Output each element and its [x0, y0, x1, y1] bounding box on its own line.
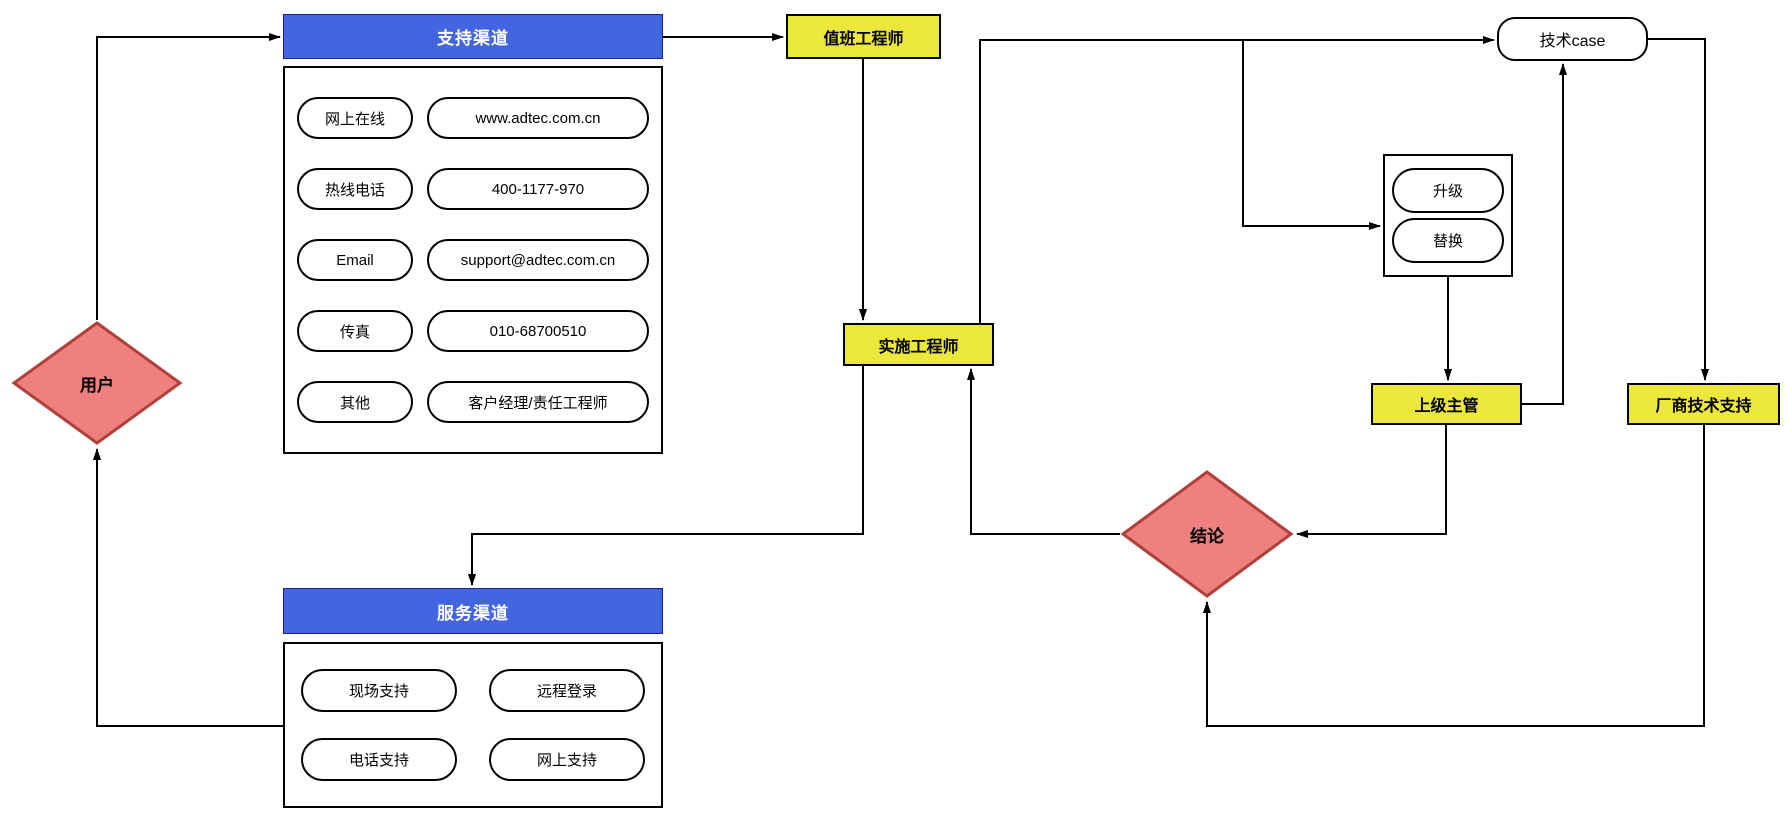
vendor-support-label: 厂商技术支持 [1655, 398, 1752, 415]
tech-case-label: 技术case [1539, 33, 1606, 50]
channel-type-label: 网上在线 [324, 110, 385, 128]
diamond-shape [11, 321, 183, 445]
service-item-pill: 现场支持 [301, 669, 457, 713]
edge-supervisor-to-conclusion [1296, 425, 1447, 538]
service-row: 现场支持 远程登录 [301, 669, 645, 713]
channel-row: Email support@adtec.com.cn [297, 239, 649, 281]
channel-value-label: 客户经理/责任工程师 [468, 394, 608, 412]
channel-type-label: 传真 [339, 323, 370, 341]
service-item-pill: 远程登录 [489, 669, 645, 713]
channel-value-pill: 010-68700510 [427, 310, 649, 352]
edge-user-to-support [96, 33, 281, 320]
channel-row: 网上在线 www.adtec.com.cn [297, 97, 649, 139]
channel-value-label: 010-68700510 [489, 322, 587, 340]
channel-type-label: 其他 [339, 394, 370, 412]
service-item-label: 网上支持 [536, 751, 597, 769]
channel-type-pill: 传真 [297, 310, 413, 352]
supervisor-box: 上级主管 [1371, 383, 1522, 425]
edge-techcase-to-vendor [1648, 38, 1709, 381]
duty-engineer-label: 值班工程师 [823, 30, 904, 48]
channel-type-pill: 热线电话 [297, 168, 413, 210]
channel-type-pill: 网上在线 [297, 97, 413, 139]
upgrade-pill: 升级 [1392, 167, 1504, 213]
channel-type-pill: Email [297, 239, 413, 281]
duty-engineer-box: 值班工程师 [786, 14, 941, 59]
channel-value-label: 400-1177-970 [491, 180, 585, 198]
vendor-support-box: 厂商技术支持 [1627, 383, 1780, 425]
implementation-engineer-box: 实施工程师 [843, 323, 994, 366]
service-item-pill: 电话支持 [301, 737, 457, 781]
channel-value-pill: support@adtec.com.cn [427, 239, 649, 281]
support-channel-header: 支持渠道 [283, 14, 663, 59]
channel-type-label: 热线电话 [324, 181, 385, 199]
channel-value-pill: www.adtec.com.cn [427, 97, 649, 139]
service-item-label: 现场支持 [348, 683, 409, 701]
channel-value-pill: 客户经理/责任工程师 [427, 381, 649, 423]
service-channel-panel: 现场支持 远程登录 电话支持 网上支持 [283, 642, 663, 808]
edge-service-to-user [93, 448, 283, 727]
user-label: 用户 [80, 375, 114, 395]
channel-type-label: Email [336, 251, 374, 269]
support-channel-panel: 网上在线 www.adtec.com.cn 热线电话 400-1177-970 … [283, 66, 663, 454]
channel-row: 热线电话 400-1177-970 [297, 168, 649, 210]
conclusion-label: 结论 [1190, 526, 1224, 546]
channel-value-label: www.adtec.com.cn [475, 109, 601, 127]
channel-row: 其他 客户经理/责任工程师 [297, 381, 649, 423]
diamond-shape [1120, 470, 1294, 598]
edge-supervisor-to-techcase [1522, 63, 1567, 405]
channel-value-pill: 400-1177-970 [427, 168, 649, 210]
edge-branch-to-escalation [1242, 40, 1381, 230]
service-row: 电话支持 网上支持 [301, 737, 645, 781]
service-item-label: 电话支持 [348, 751, 409, 769]
upgrade-label: 升级 [1432, 182, 1463, 200]
channel-type-pill: 其他 [297, 381, 413, 423]
replace-label: 替换 [1432, 233, 1463, 251]
service-item-pill: 网上支持 [489, 737, 645, 781]
channel-row: 传真 010-68700510 [297, 310, 649, 352]
support-channel-title: 支持渠道 [437, 29, 509, 48]
edge-conclusion-to-impl [967, 368, 1120, 535]
service-channel-title: 服务渠道 [437, 603, 509, 623]
implementation-engineer-label: 实施工程师 [878, 338, 959, 356]
conclusion-diamond: 结论 [1120, 469, 1294, 599]
escalation-options-panel: 升级 替换 [1383, 154, 1513, 277]
service-channel-header: 服务渠道 [283, 588, 663, 634]
user-diamond: 用户 [11, 320, 183, 446]
service-item-label: 远程登录 [536, 683, 597, 701]
tech-case-box: 技术case [1497, 17, 1648, 61]
replace-pill: 替换 [1392, 218, 1504, 264]
channel-value-label: support@adtec.com.cn [460, 251, 616, 269]
supervisor-label: 上级主管 [1414, 398, 1479, 415]
